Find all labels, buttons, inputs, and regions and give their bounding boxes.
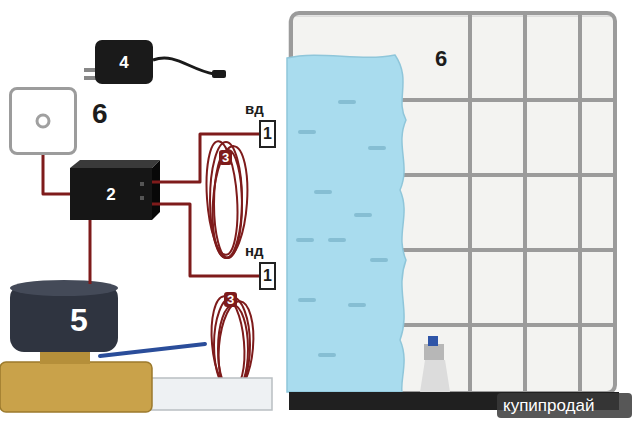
node-number: 1 (263, 126, 272, 142)
callout-number: 6 (92, 100, 108, 128)
controller: 2 (70, 168, 152, 220)
tap-handle (428, 336, 438, 346)
power-adapter (84, 40, 226, 84)
callout-number: 5 (70, 304, 88, 336)
valve-actuator (10, 280, 118, 352)
node-number: 1 (263, 268, 272, 284)
tap (424, 344, 444, 360)
wire (89, 220, 92, 284)
valve-actuator: 5 (10, 284, 118, 352)
level-sensor: вд1 (259, 120, 276, 148)
wire (152, 204, 259, 276)
water (287, 55, 406, 392)
tank-bottom (420, 360, 450, 392)
wire (152, 134, 259, 182)
button-box: 6 (9, 87, 77, 155)
watermark: купипродай (503, 397, 594, 414)
callout-number: 6 (435, 48, 447, 70)
tank: 6 (289, 16, 615, 392)
callout-number: вд (245, 101, 264, 116)
controller-box (70, 160, 160, 220)
node-number: 2 (106, 186, 115, 203)
water-marks (298, 102, 386, 355)
callout-number: 3 (219, 150, 232, 165)
watermark-ground (497, 393, 632, 418)
callout-number: нд (245, 243, 264, 258)
ball-valve (0, 344, 272, 412)
node-number: 4 (119, 54, 128, 71)
cable-coil (203, 140, 251, 259)
power-adapter: 4 (95, 40, 153, 84)
button-knob (37, 115, 49, 127)
callout-number: 3 (224, 292, 237, 307)
wire (43, 155, 70, 194)
level-sensor: нд1 (259, 262, 276, 290)
button-panel (9, 87, 77, 155)
